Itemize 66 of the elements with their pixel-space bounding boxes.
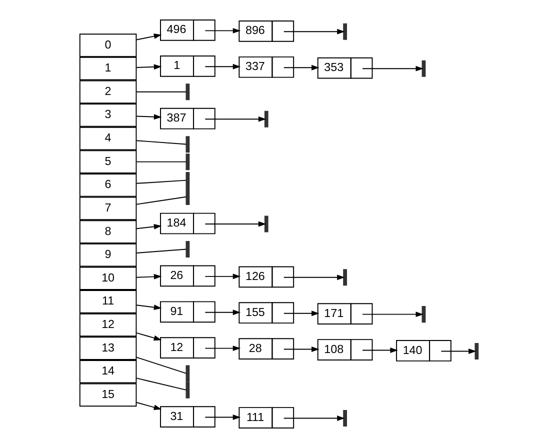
- arrow: [283, 64, 320, 70]
- node-box: 6: [79, 173, 137, 197]
- arrow: [136, 34, 162, 40]
- arrow: [283, 28, 345, 34]
- node-box: 5: [79, 150, 137, 174]
- node-box: 4: [79, 126, 137, 150]
- node-bar: [186, 154, 190, 170]
- connector: [136, 248, 186, 254]
- arrow: [362, 66, 424, 72]
- connector: [136, 378, 186, 390]
- node-bar: [343, 23, 347, 40]
- connector: [136, 356, 186, 374]
- arrow: [283, 346, 320, 352]
- node-box: 11: [79, 290, 137, 314]
- node-box: 3: [79, 104, 137, 127]
- node-bar: [343, 410, 347, 426]
- node-bar: [186, 382, 190, 398]
- node-box: 1: [79, 56, 137, 80]
- node-bar: [186, 240, 190, 258]
- arrow: [283, 274, 345, 280]
- arrow: [204, 414, 241, 420]
- node-bar: [264, 216, 268, 232]
- arrow: [283, 416, 345, 421]
- connector: [136, 91, 186, 92]
- node-bar: [186, 136, 190, 153]
- arrow: [204, 28, 241, 34]
- node-bar: [264, 110, 268, 128]
- arrow: [204, 274, 241, 280]
- node-bar: [186, 84, 190, 100]
- node-box: 9: [79, 243, 137, 267]
- arrow: [204, 221, 266, 227]
- arrow: [136, 332, 162, 341]
- connector: [136, 161, 186, 162]
- arrow: [204, 116, 266, 122]
- arrow: [136, 224, 162, 230]
- connector: [136, 196, 186, 205]
- arrow: [136, 114, 162, 120]
- arrow: [362, 348, 398, 353]
- arrow: [283, 310, 320, 316]
- node-bar: [343, 269, 347, 286]
- node-bar: [186, 365, 190, 382]
- node-box: 0: [79, 34, 137, 57]
- arrow: [136, 274, 162, 280]
- node-box: 10: [79, 266, 137, 290]
- connector: [136, 140, 186, 145]
- node-box: 13: [79, 336, 137, 360]
- node-box: 12: [79, 313, 137, 337]
- arrow: [362, 312, 424, 318]
- arrow: [136, 64, 162, 70]
- node-box: 7: [79, 196, 137, 220]
- node-box: 14: [79, 360, 137, 384]
- arrow: [204, 346, 241, 352]
- node-bar: [186, 172, 190, 189]
- arrow: [440, 348, 476, 354]
- node-bar: [474, 342, 479, 360]
- arrow: [204, 310, 241, 316]
- arrow: [204, 64, 241, 70]
- arrow: [136, 304, 162, 310]
- node-bar: [422, 60, 426, 77]
- node-bar: [186, 188, 190, 206]
- node-box: 2: [79, 80, 137, 104]
- node-box: 15: [79, 383, 137, 407]
- node-bar: [422, 306, 426, 323]
- arrow: [136, 402, 162, 410]
- connector: [136, 180, 186, 184]
- node-box: 8: [79, 220, 137, 244]
